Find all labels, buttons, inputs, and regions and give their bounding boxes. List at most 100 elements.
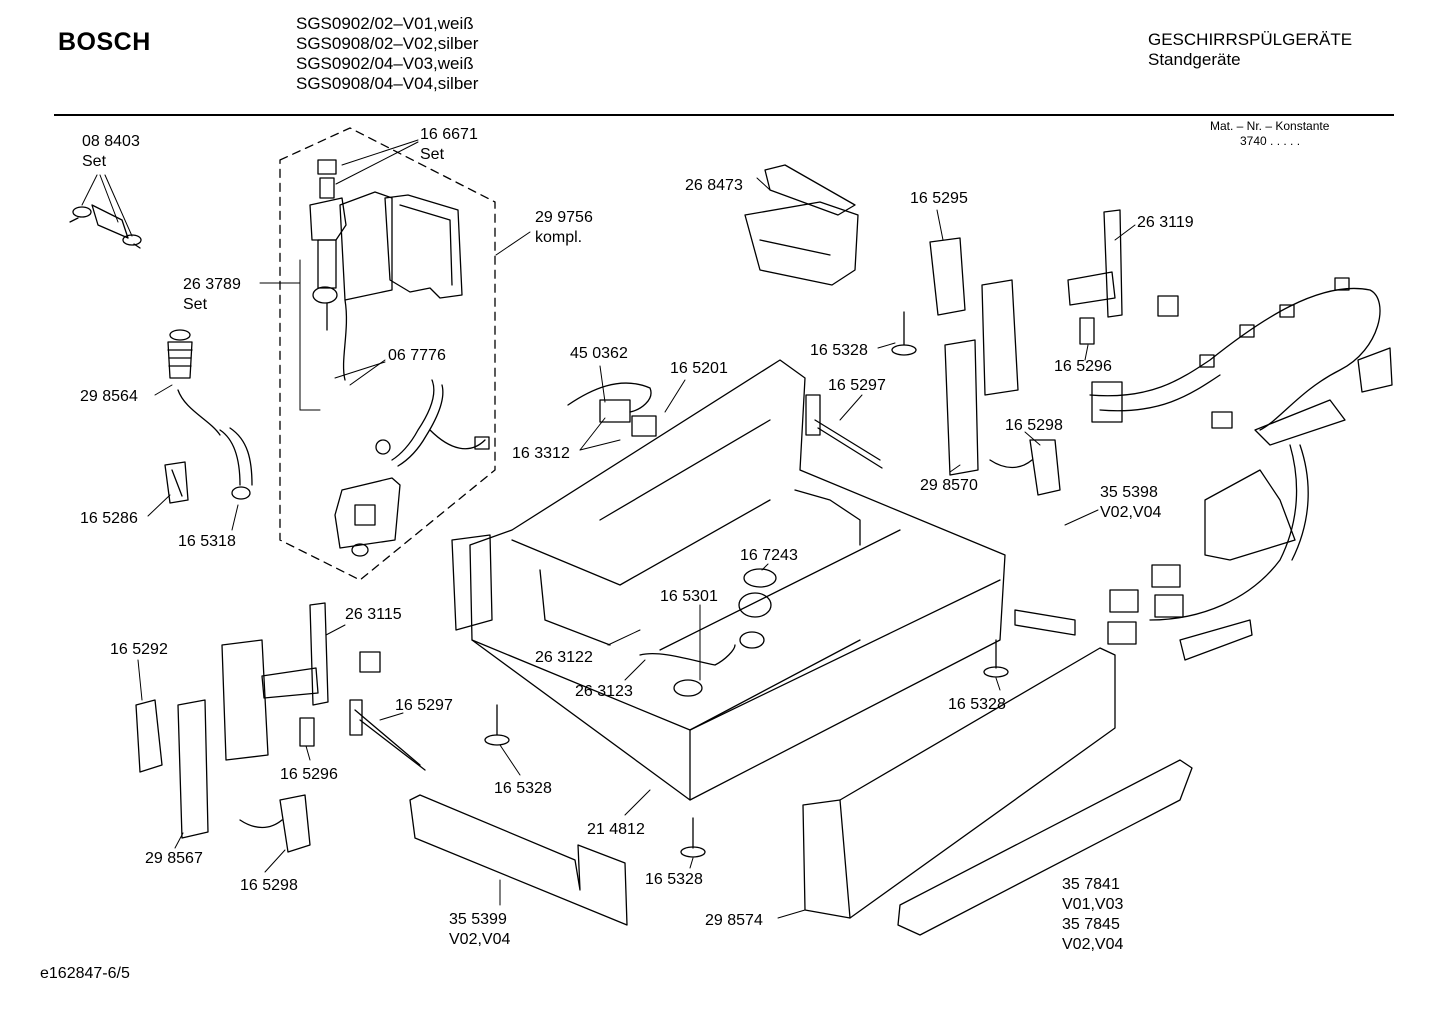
part-callout-line: 16 5296 [1054,358,1112,375]
cover-cap-part [135,699,163,773]
leader-lines [81,139,1136,919]
spring-part [805,394,883,469]
clip-part [299,717,315,747]
side-rail-part [944,279,1019,476]
model-line: SGS0902/04–V03,weiß [296,54,474,73]
leveling-foot-part [891,311,917,356]
part-callout-label: 29 8574 [705,912,763,929]
part-callout-label: 29 8567 [145,850,203,867]
part-callout-line: 16 5298 [240,877,298,894]
plinth-part [802,647,1116,919]
spring-hose-part [167,329,221,436]
part-callout-line: 26 3115 [345,606,402,623]
hose-clamp-set-part [69,204,142,249]
front-trim-part [897,759,1193,936]
matnr-label: Mat. – Nr. – Konstante [1210,119,1330,133]
part-callout-label: 16 5318 [178,533,236,550]
part-callout-line: 16 5328 [645,871,703,888]
part-callout-label: 16 5298 [1005,417,1063,434]
clip-part [1079,317,1095,345]
part-callout-label: 26 3122 [535,649,593,666]
part-callout-line: 29 8564 [80,388,138,405]
part-callout-label: 16 5286 [80,510,138,527]
part-callout-line: 29 8570 [920,477,978,494]
part-callout-label: 16 5292 [110,641,168,658]
document-id: e162847-6/5 [40,965,130,982]
part-callout-line: 26 3119 [1137,214,1194,231]
part-callout-label: 16 5328 [948,696,1006,713]
brand-logo: BOSCH [58,28,151,56]
category-title: GESCHIRRSPÜLGERÄTE [1148,30,1353,49]
header-rule [54,114,1394,116]
part-callout-line: V02,V04 [449,931,510,948]
valve-cover-part [384,194,463,299]
part-callout-line: 29 8574 [705,912,763,929]
seal-ring-part [738,568,777,649]
water-valve-part [309,159,393,381]
part-callout-line: 16 5328 [810,342,868,359]
sensor-part [989,439,1061,496]
part-callout-line: 16 5201 [670,360,728,377]
part-callout-label: 16 5328 [494,780,552,797]
part-callout-line: 16 7243 [740,547,798,564]
category-subtitle: Standgeräte [1148,50,1241,69]
part-callout-label: 26 3115 [345,606,402,623]
part-callout-line: 16 6671 [420,126,478,143]
part-callout-line: 26 3789 [183,276,241,293]
mounting-bracket-part [1067,209,1123,318]
part-callout-label: 16 5296 [280,766,338,783]
part-callout-line: 35 7845 [1062,916,1120,933]
model-line: SGS0902/02–V01,weiß [296,14,474,33]
part-callout-label: 16 7243 [740,547,798,564]
part-callout-label: 16 5297 [828,377,886,394]
part-callout-line: V02,V04 [1100,504,1161,521]
side-plate-part [177,639,269,839]
part-callout-line: 35 5399 [449,911,507,928]
part-callout-line: 08 8403 [82,133,140,150]
part-callout-line: 16 5286 [80,510,138,527]
wiring-harness-part [1089,277,1393,661]
valve-mounting-plate-part [334,477,401,557]
model-list: SGS0902/02–V01,weiß SGS0908/02–V02,silbe… [296,14,478,94]
part-callout-label: 16 5296 [1054,358,1112,375]
left-bracket-part [261,602,329,706]
part-callout-label: 16 5328 [645,871,703,888]
part-callout-label: 16 5298 [240,877,298,894]
part-callout-line: V01,V03 [1062,896,1123,913]
matnr-block: Mat. – Nr. – Konstante 3740 . . . . . [1210,119,1329,149]
model-line: SGS0908/04–V04,silber [296,74,479,93]
connector-block-part [1157,295,1179,317]
matnr-value: 3740 . . . . . [1240,134,1301,148]
part-callout-label: 26 3123 [575,683,633,700]
model-line: SGS0908/02–V02,silber [296,34,479,53]
leveling-foot-part [484,704,510,746]
part-callout-line: 45 0362 [570,345,628,362]
part-callout-line: kompl. [535,229,582,246]
part-callout-label: 16 5301 [660,588,718,605]
connector-block-part [631,415,657,437]
part-callout-label: 16 3312 [512,445,570,462]
base-tub-part [451,359,1076,801]
part-callout-line: 16 5297 [395,697,453,714]
part-callout-line: 16 5292 [110,641,168,658]
part-callout-line: 16 5295 [910,190,968,207]
part-callout-line: 16 5297 [828,377,886,394]
part-callout-line: 16 5328 [948,696,1006,713]
part-callout-line: Set [82,153,107,170]
part-callout-line: 35 5398 [1100,484,1158,501]
part-callout-line: 26 8473 [685,177,743,194]
switch-bracket-part [929,237,966,316]
part-callout-line: 16 5298 [1005,417,1063,434]
part-callout-label: 29 8570 [920,477,978,494]
part-callout-line: Set [420,146,445,163]
part-callout-line: 29 9756 [535,209,593,226]
kick-plate-part [409,794,628,926]
part-callout-label: 06 7776 [388,347,446,364]
part-callout-label: 45 0362 [570,345,628,362]
